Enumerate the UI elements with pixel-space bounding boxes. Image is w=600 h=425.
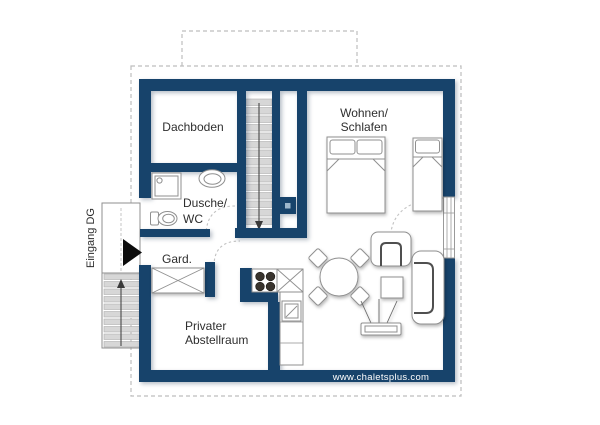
bathroom-fixtures: [150, 169, 226, 226]
chair: [350, 286, 370, 306]
chair: [308, 248, 328, 268]
kitchen-sink: [281, 300, 302, 322]
watermark-text: www.chaletsplus.com: [332, 372, 430, 383]
sink-faucet-icon: [285, 305, 298, 318]
wall-storage-top: [240, 292, 278, 302]
wardrobe-cabinet: [151, 267, 205, 294]
dining-table-with-chairs: [308, 248, 370, 306]
bathroom-door-arc: [205, 205, 236, 237]
pillow: [415, 139, 440, 154]
pillow: [356, 139, 383, 155]
shower-drain-icon: [156, 177, 163, 184]
double-bed: [326, 136, 386, 214]
wall-wardrobe-end: [205, 262, 215, 297]
wall-bottom: [139, 370, 455, 382]
pillow: [329, 139, 356, 155]
wall-left-upper: [139, 79, 151, 198]
corner-cabinet: [276, 268, 304, 293]
label-wardrobe: Gard.: [162, 252, 192, 266]
armchair: [370, 231, 412, 267]
single-bed: [412, 137, 443, 212]
room-labels: Dachboden Wohnen/ Schlafen Dusche/ WC Ga…: [85, 106, 429, 383]
entrance-arrow-icon: [123, 239, 142, 266]
stair-direction-arrow-icon: [255, 221, 263, 230]
label-entrance: Eingang DG: [85, 208, 97, 268]
kitchen-counter-side: [279, 291, 304, 366]
label-bath-2: WC: [183, 212, 203, 226]
storage-door-arc: [213, 240, 241, 267]
chair: [308, 286, 328, 306]
side-table: [380, 276, 404, 299]
label-storage-1: Privater: [185, 319, 226, 333]
label-attic: Dachboden: [162, 120, 223, 134]
wall-stair-bottom: [235, 228, 307, 238]
chimney-flue-dot: [285, 203, 291, 209]
shower: [151, 172, 182, 200]
round-table: [319, 257, 359, 297]
label-living-2: Schlafen: [341, 120, 388, 134]
wall-storage-right: [268, 302, 280, 372]
chair: [350, 248, 370, 268]
wall-stair-right: [272, 91, 280, 228]
wall-left-lower: [139, 265, 151, 382]
wall-right-upper: [443, 79, 455, 197]
exterior-staircase: [101, 202, 141, 349]
sofa: [411, 250, 445, 325]
window-opening: [443, 197, 455, 258]
interior-staircase: [245, 98, 273, 230]
wall-bathroom-bottom: [140, 229, 210, 237]
door-swings: [205, 197, 446, 267]
kitchenette: [251, 268, 304, 366]
stove-four-burners: [255, 271, 276, 292]
window-door: [443, 196, 455, 259]
stair-direction-arrow-icon: [117, 279, 125, 288]
window-frame: [443, 196, 455, 259]
walls: [139, 79, 455, 382]
toilet-tank: [150, 211, 159, 226]
wall-stair-left: [237, 91, 246, 233]
roof-dormer-outline: [181, 30, 358, 66]
wall-center: [297, 91, 307, 238]
tv-sideboard: [360, 299, 402, 336]
wall-top: [139, 79, 455, 91]
label-storage-2: Abstellraum: [185, 333, 248, 347]
label-bath-1: Dusche/: [183, 196, 228, 210]
wall-right-lower: [443, 258, 455, 382]
wall-attic-bottom: [151, 163, 246, 172]
label-living-1: Wohnen/: [340, 106, 388, 120]
